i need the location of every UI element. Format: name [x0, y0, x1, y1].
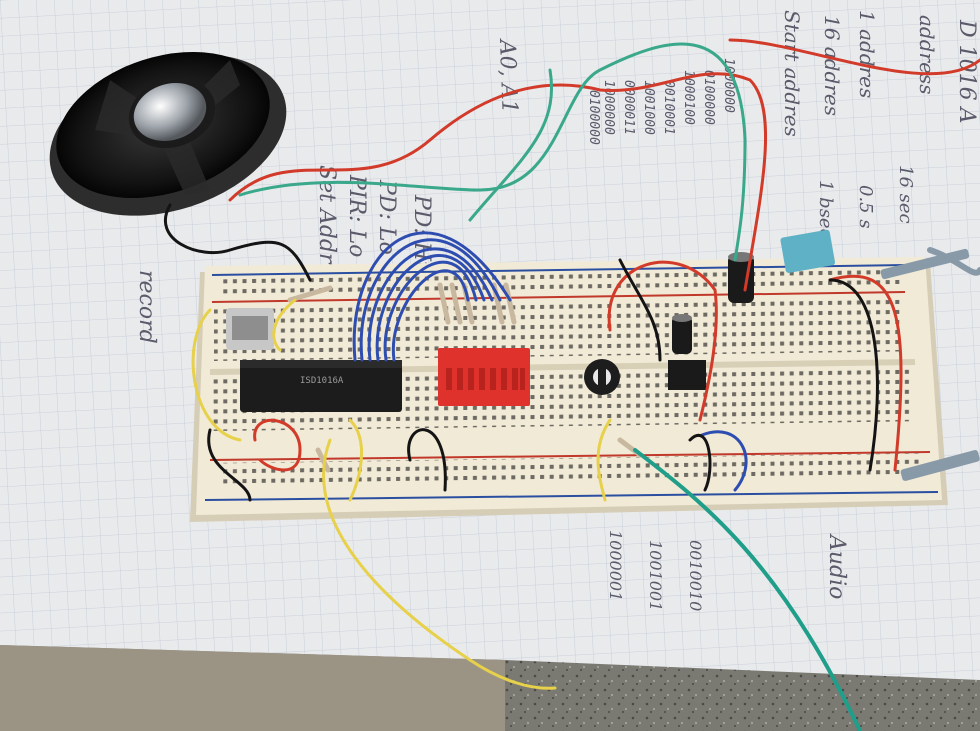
jumper-wires: [163, 38, 980, 731]
svg-text:0010001: 0010001: [661, 80, 676, 135]
svg-text:0.5 s: 0.5 s: [855, 185, 876, 229]
svg-text:address: address: [915, 15, 939, 94]
svg-text:1001000: 1001000: [641, 80, 656, 135]
svg-text:1000000: 1000000: [721, 58, 736, 113]
film-capacitor: [780, 229, 836, 273]
svg-text:1 addres: 1 addres: [855, 10, 879, 98]
svg-text:16 sec: 16 sec: [895, 165, 916, 224]
speaker-icon: [49, 51, 287, 216]
svg-text:Start addres: Start addres: [780, 10, 804, 137]
svg-text:0010010: 0010010: [686, 540, 705, 611]
svg-text:1000001: 1000001: [606, 530, 625, 601]
isd-voice-chip: ISD1016A: [240, 360, 402, 412]
paper-shadow-edge: [0, 645, 505, 731]
electrolytic-capacitor: [672, 252, 754, 354]
svg-text:0100000: 0100000: [586, 90, 601, 145]
pir-sensor-header: [226, 308, 274, 350]
svg-text:record: record: [134, 270, 159, 344]
svg-text:0000011: 0000011: [621, 80, 636, 135]
timer-ic: [668, 360, 706, 390]
svg-text:1000100: 1000100: [681, 70, 696, 125]
svg-text:1001001: 1001001: [646, 540, 665, 611]
svg-text:1000000: 1000000: [601, 80, 616, 135]
dip-switch: [438, 348, 530, 406]
svg-text:A0, A1: A0, A1: [494, 37, 522, 114]
svg-text:0100000: 0100000: [701, 70, 716, 125]
svg-text:ISD1016A: ISD1016A: [300, 376, 344, 386]
svg-text:16 addres: 16 addres: [820, 15, 844, 116]
svg-text:Audio: Audio: [824, 533, 849, 599]
potentiometer: [584, 359, 620, 395]
svg-text:1 bsec: 1 bsec: [815, 180, 836, 239]
svg-text:PIR: Lo: PIR: Lo: [344, 174, 369, 257]
